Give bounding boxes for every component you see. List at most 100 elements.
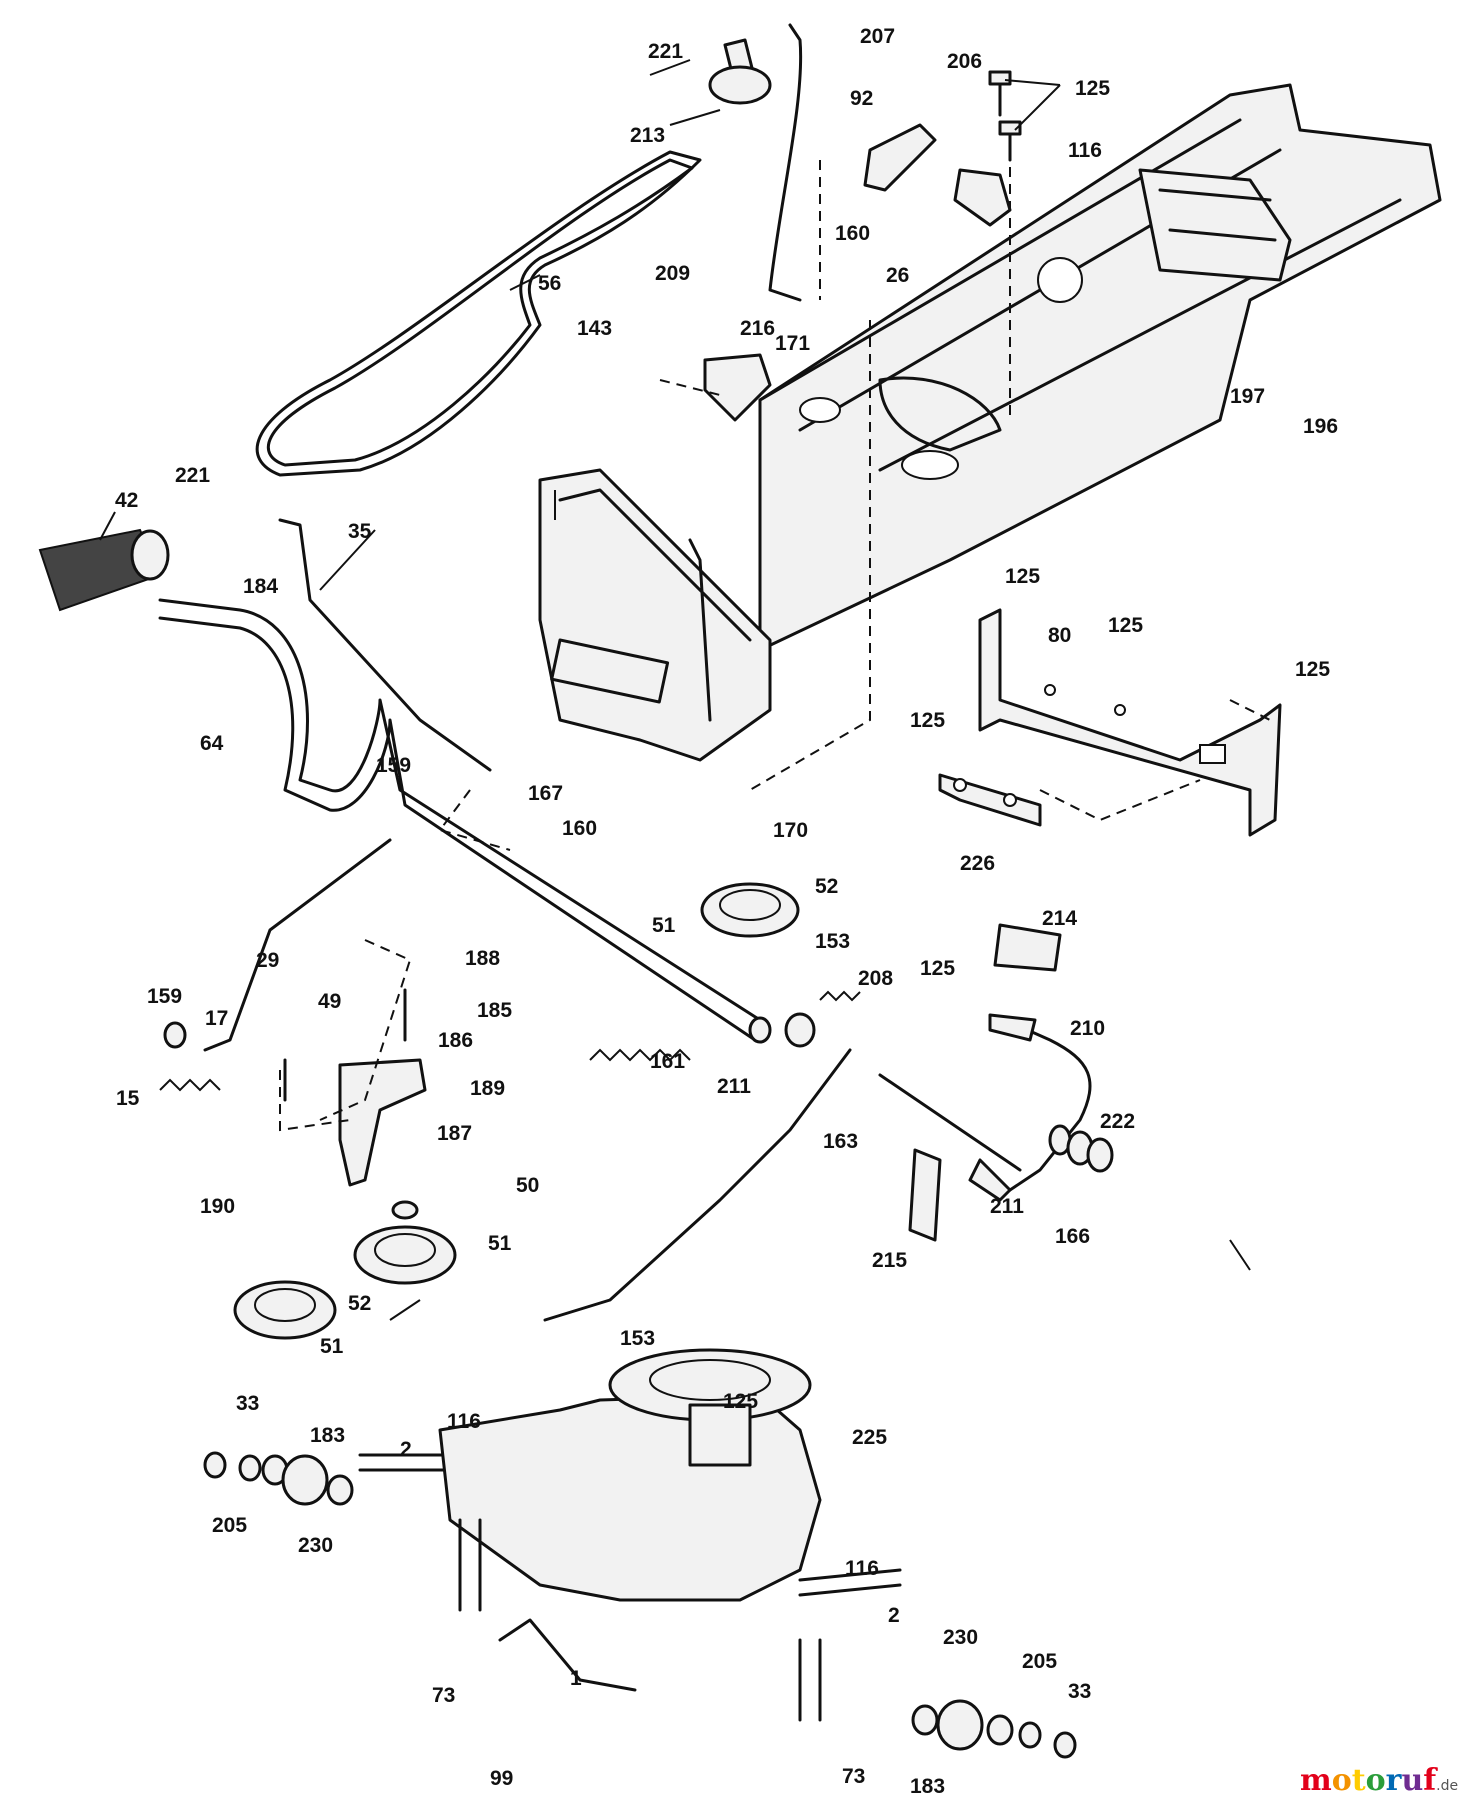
callout-190: 190 [200, 1195, 235, 1218]
callout-166: 166 [1055, 1225, 1090, 1248]
bracket-226 [938, 773, 1042, 827]
callout-187: 187 [437, 1122, 472, 1145]
callouts: 221 213 207 206 125 92 116 160 26 209 56… [115, 25, 1338, 1798]
transaxle [358, 1348, 902, 1602]
callout-189: 189 [470, 1077, 505, 1100]
callout-73b: 73 [842, 1765, 865, 1788]
callout-197: 197 [1230, 385, 1265, 408]
callout-2: 2 [400, 1438, 412, 1461]
callout-116: 116 [1068, 139, 1102, 162]
callout-116c: 116 [845, 1557, 879, 1580]
callout-29: 29 [256, 949, 279, 972]
pulleys [233, 882, 800, 1340]
callout-171: 171 [775, 332, 810, 355]
callout-210: 210 [1070, 1017, 1105, 1040]
callout-125f: 125 [920, 957, 955, 980]
callout-213: 213 [630, 124, 665, 147]
callout-184: 184 [243, 575, 278, 598]
callout-215: 215 [872, 1249, 907, 1272]
callout-183: 183 [310, 1424, 345, 1447]
callout-221: 221 [648, 40, 683, 63]
callout-125g: 125 [723, 1390, 758, 1413]
springs [159, 990, 861, 1092]
callout-125d: 125 [1295, 658, 1330, 681]
callout-125: 125 [1075, 77, 1110, 100]
callout-17: 17 [205, 1007, 228, 1030]
callout-230: 230 [298, 1534, 333, 1557]
callout-51b: 51 [488, 1232, 512, 1255]
callout-33: 33 [236, 1392, 259, 1415]
callout-216: 216 [740, 317, 775, 340]
tractor-frame [538, 83, 1442, 762]
callout-leaders [99, 59, 1251, 1321]
shift-lever [703, 23, 1012, 422]
callout-2b: 2 [888, 1604, 900, 1627]
callout-125b: 125 [1005, 565, 1040, 588]
callout-183b: 183 [910, 1775, 945, 1798]
callout-222: 222 [1100, 1110, 1135, 1133]
bracket-80 [978, 608, 1282, 837]
callout-33b: 33 [1068, 1680, 1091, 1703]
callout-208: 208 [858, 967, 893, 990]
callout-92: 92 [850, 87, 873, 110]
callout-211b: 211 [990, 1195, 1024, 1218]
callout-225: 225 [852, 1426, 887, 1449]
callout-52: 52 [815, 875, 838, 898]
callout-116b: 116 [447, 1410, 481, 1433]
callout-161: 161 [650, 1050, 685, 1073]
callout-226: 226 [960, 852, 995, 875]
callout-64: 64 [200, 732, 224, 755]
watermark-suffix: .de [1436, 1778, 1458, 1794]
callout-15: 15 [116, 1087, 140, 1110]
callout-125c: 125 [1108, 614, 1143, 637]
callout-160b: 160 [562, 817, 597, 840]
assembly-lines [279, 150, 1271, 1132]
callout-160: 160 [835, 222, 870, 245]
callout-159: 159 [376, 754, 411, 777]
callout-80: 80 [1048, 624, 1071, 647]
callout-207: 207 [860, 25, 895, 48]
idler-bracket [338, 1058, 427, 1187]
callout-214: 214 [1042, 907, 1077, 930]
callout-73: 73 [432, 1684, 455, 1707]
callout-49: 49 [318, 990, 341, 1013]
callout-51c: 51 [320, 1335, 344, 1358]
callout-50: 50 [516, 1174, 539, 1197]
callout-153: 153 [815, 930, 850, 953]
callout-56: 56 [538, 272, 561, 295]
brake-pedal [878, 923, 1092, 1242]
callout-26: 26 [886, 264, 909, 287]
callout-125e: 125 [910, 709, 945, 732]
svg-text:motoruf.de: motoruf.de [1300, 1763, 1458, 1798]
callout-211: 211 [717, 1075, 751, 1098]
callout-143: 143 [577, 317, 612, 340]
callout-99: 99 [490, 1767, 513, 1790]
callout-170: 170 [773, 819, 808, 842]
callout-1: 1 [570, 1667, 582, 1690]
callout-196: 196 [1303, 415, 1338, 438]
bolts [283, 70, 1022, 1722]
callout-163: 163 [823, 1130, 858, 1153]
callout-185: 185 [477, 999, 512, 1022]
washers [163, 1012, 1114, 1759]
callout-42: 42 [115, 489, 138, 512]
callout-52b: 52 [348, 1292, 371, 1315]
watermark: motoruf.de [1300, 1763, 1458, 1798]
callout-205b: 205 [1022, 1650, 1057, 1673]
callout-153b: 153 [620, 1327, 655, 1350]
callout-188: 188 [465, 947, 500, 970]
callout-209: 209 [655, 262, 690, 285]
callout-167: 167 [528, 782, 563, 805]
callout-51: 51 [652, 914, 676, 937]
callout-230b: 230 [943, 1626, 978, 1649]
control-rods [203, 518, 852, 1692]
watermark-brand: motoruf [1300, 1763, 1438, 1798]
callout-205: 205 [212, 1514, 247, 1537]
callout-35: 35 [348, 520, 372, 543]
callout-221b: 221 [175, 464, 210, 487]
callout-186: 186 [438, 1029, 473, 1052]
callout-159b: 159 [147, 985, 182, 1008]
callout-206: 206 [947, 50, 982, 73]
drive-belt [255, 150, 702, 477]
